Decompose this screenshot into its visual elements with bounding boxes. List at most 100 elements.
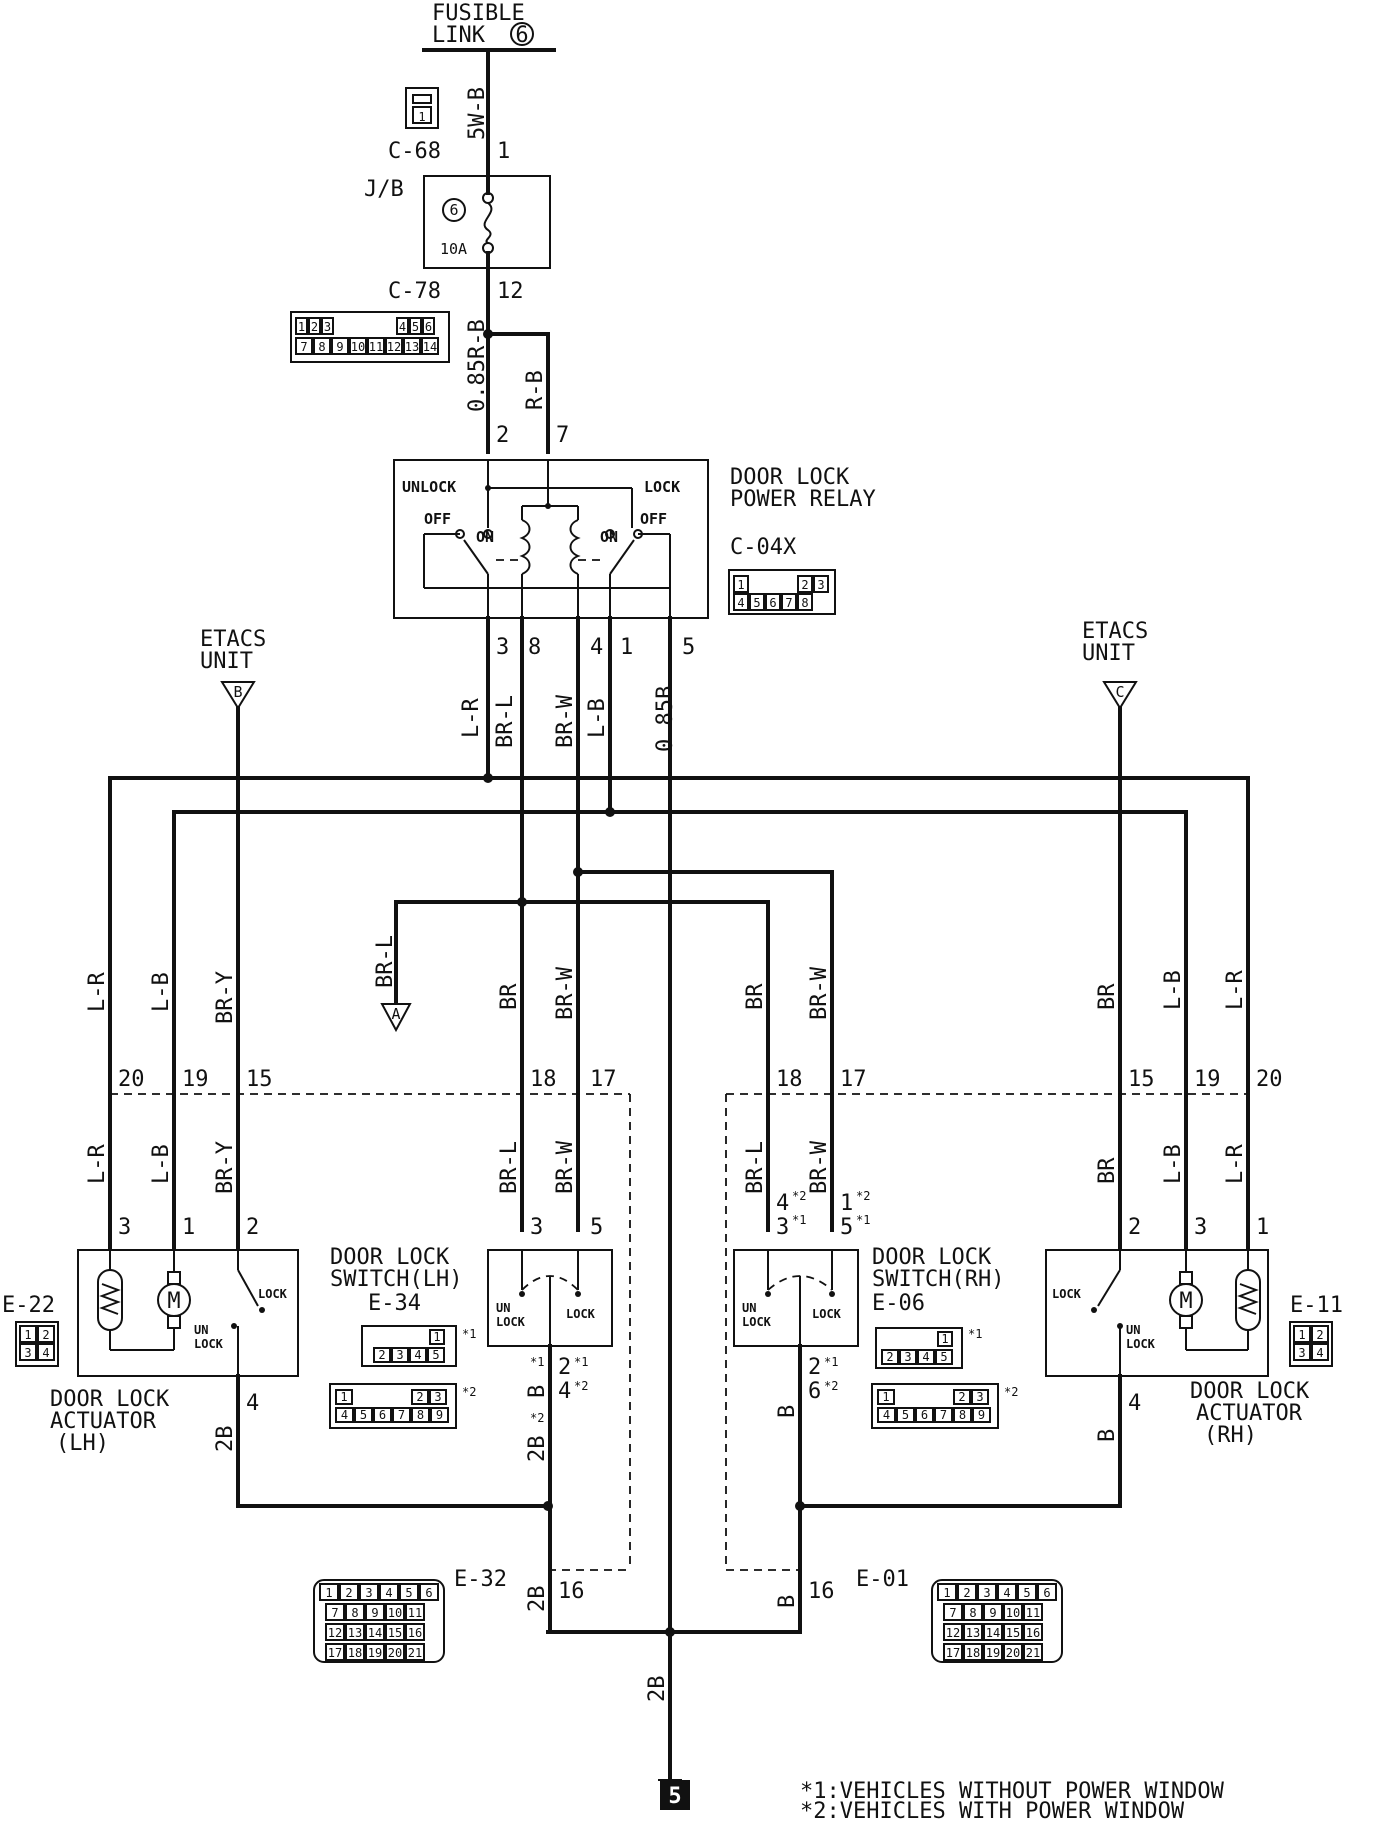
connector-cell-label: 1 bbox=[941, 1332, 948, 1346]
connector-cell-label: 3 bbox=[434, 1390, 441, 1404]
svg-text:*2: *2 bbox=[530, 1411, 544, 1425]
connector-cell-label: 1 bbox=[298, 320, 305, 334]
wiring-buses bbox=[108, 616, 1250, 1772]
wire-label-rh-b: B bbox=[775, 1405, 800, 1418]
connector-cell bbox=[430, 1407, 449, 1423]
connector-cell bbox=[37, 1325, 55, 1343]
connector-cell bbox=[1023, 1603, 1043, 1621]
connector-cell bbox=[937, 1583, 957, 1601]
wire-label-br-l-a: BR-L bbox=[373, 935, 398, 988]
connector-cell-label: 4 bbox=[883, 1408, 890, 1422]
svg-text:UN: UN bbox=[496, 1301, 510, 1315]
connector-cell bbox=[963, 1643, 983, 1661]
svg-text:1: 1 bbox=[182, 1215, 195, 1240]
wire-label-lh-l-b: L-B bbox=[149, 972, 174, 1012]
connector-cell-label: 5 bbox=[940, 1350, 947, 1364]
svg-text:4: 4 bbox=[246, 1391, 259, 1416]
connector-cell bbox=[899, 1349, 917, 1365]
door-lock-switch-lh: UN LOCK LOCK bbox=[487, 1249, 613, 1347]
connector-cell bbox=[379, 1583, 399, 1601]
connector-cell bbox=[983, 1643, 1003, 1661]
wire-label-e32-2b: 2B bbox=[525, 1586, 550, 1613]
connector-cell bbox=[943, 1603, 963, 1621]
svg-text:20: 20 bbox=[1256, 1067, 1283, 1092]
connector-a-tag bbox=[380, 1003, 412, 1033]
svg-text:LOCK: LOCK bbox=[1052, 1287, 1082, 1301]
wire-label-br-2: BR bbox=[743, 983, 768, 1010]
svg-text:1: 1 bbox=[418, 110, 425, 124]
svg-text:*1: *1 bbox=[968, 1327, 982, 1341]
connector-cell bbox=[409, 1347, 427, 1363]
connector-cell bbox=[339, 1583, 359, 1601]
connector-cell bbox=[1003, 1643, 1023, 1661]
svg-text:OFF: OFF bbox=[640, 510, 667, 528]
wire-label-br-w-2: BR-W bbox=[807, 966, 832, 1020]
wire-label-085r-b: 0.85R-B bbox=[465, 319, 490, 412]
connector-cell-label: 9 bbox=[436, 1408, 443, 1422]
connector-cell-label: 17 bbox=[328, 1646, 342, 1660]
wire-label-rh-br: BR bbox=[1095, 983, 1120, 1010]
connector-cell-label: 4 bbox=[385, 1586, 392, 1600]
connector-cell-label: 4 bbox=[414, 1348, 421, 1362]
wire-label-rh-l-r: L-R bbox=[1223, 970, 1248, 1010]
svg-text:*2: *2 bbox=[1004, 1385, 1018, 1399]
connector-cell-label: 13 bbox=[348, 1626, 362, 1640]
fuse-rating: 10A bbox=[440, 240, 467, 258]
connector-cell-label: 4 bbox=[399, 320, 406, 334]
connector-e01-label: E-01 bbox=[856, 1567, 909, 1592]
connector-cell-label: 6 bbox=[379, 1408, 386, 1422]
wire-label-rh-br-2: BR bbox=[1095, 1157, 1120, 1184]
connector-cell bbox=[405, 1623, 425, 1641]
connector-cell-label: 9 bbox=[336, 340, 343, 354]
connector-e11-label: E-11 bbox=[1290, 1293, 1343, 1318]
svg-text:6: 6 bbox=[808, 1379, 821, 1404]
footnote-1: *1:VEHICLES WITHOUT POWER WINDOW bbox=[800, 1779, 1225, 1804]
connector-cell-label: 5 bbox=[360, 1408, 367, 1422]
connector-cell bbox=[409, 317, 422, 335]
connector-c68-label: C-68 bbox=[388, 139, 441, 164]
connector-cell bbox=[359, 1583, 379, 1601]
connector-cell bbox=[411, 1407, 430, 1423]
connector-cell bbox=[385, 1623, 405, 1641]
connector-cell-label: 3 bbox=[396, 1348, 403, 1362]
svg-text:*1: *1 bbox=[792, 1213, 806, 1227]
connector-cell bbox=[325, 1603, 345, 1621]
svg-text:A: A bbox=[391, 1005, 400, 1023]
connector-cell bbox=[963, 1603, 983, 1621]
pin-relay-1: 1 bbox=[620, 635, 633, 660]
connector-cell-label: 3 bbox=[983, 1586, 990, 1600]
connector-cell bbox=[319, 1583, 339, 1601]
connector-cell bbox=[977, 1583, 997, 1601]
connector-cell bbox=[427, 1347, 445, 1363]
connector-cell bbox=[1293, 1343, 1311, 1361]
connector-cell-label: 3 bbox=[324, 320, 331, 334]
connector-cell-label: 16 bbox=[1026, 1626, 1040, 1640]
connector-cell bbox=[1311, 1343, 1329, 1361]
connector-cell-label: 20 bbox=[388, 1646, 402, 1660]
wire-label-lh-br-y-2: BR-Y bbox=[213, 1141, 238, 1194]
wire-label-rh-l-b-2: L-B bbox=[1161, 1144, 1186, 1184]
connector-cell-label: 2 bbox=[1316, 1328, 1323, 1342]
connector-cell bbox=[957, 1583, 977, 1601]
thermal-breaker-rh-icon bbox=[1237, 1283, 1259, 1315]
pin-relay-7: 7 bbox=[556, 423, 569, 448]
door-lock-actuator-lh: M LOCK UN LOCK bbox=[77, 1249, 299, 1377]
svg-text:4: 4 bbox=[1128, 1391, 1141, 1416]
svg-text:15: 15 bbox=[246, 1067, 273, 1092]
connector-cell-label: 4 bbox=[42, 1346, 49, 1360]
wire-label-rh-l-r-2: L-R bbox=[1223, 1144, 1248, 1184]
svg-text:1: 1 bbox=[1256, 1215, 1269, 1240]
connector-cell-label: 21 bbox=[1026, 1646, 1040, 1660]
connector-cell-label: 13 bbox=[966, 1626, 980, 1640]
connector-cell bbox=[934, 1407, 953, 1423]
pin-relay-2: 2 bbox=[496, 423, 509, 448]
connector-cell-label: 1 bbox=[737, 578, 744, 592]
connector-cell bbox=[349, 337, 367, 355]
connector-cell-label: 2 bbox=[42, 1328, 49, 1342]
connector-cell bbox=[411, 1389, 429, 1405]
connector-cell-label: 12 bbox=[946, 1626, 960, 1640]
svg-text:2: 2 bbox=[1128, 1215, 1141, 1240]
actuator-lh-title-2: ACTUATOR bbox=[50, 1409, 157, 1434]
